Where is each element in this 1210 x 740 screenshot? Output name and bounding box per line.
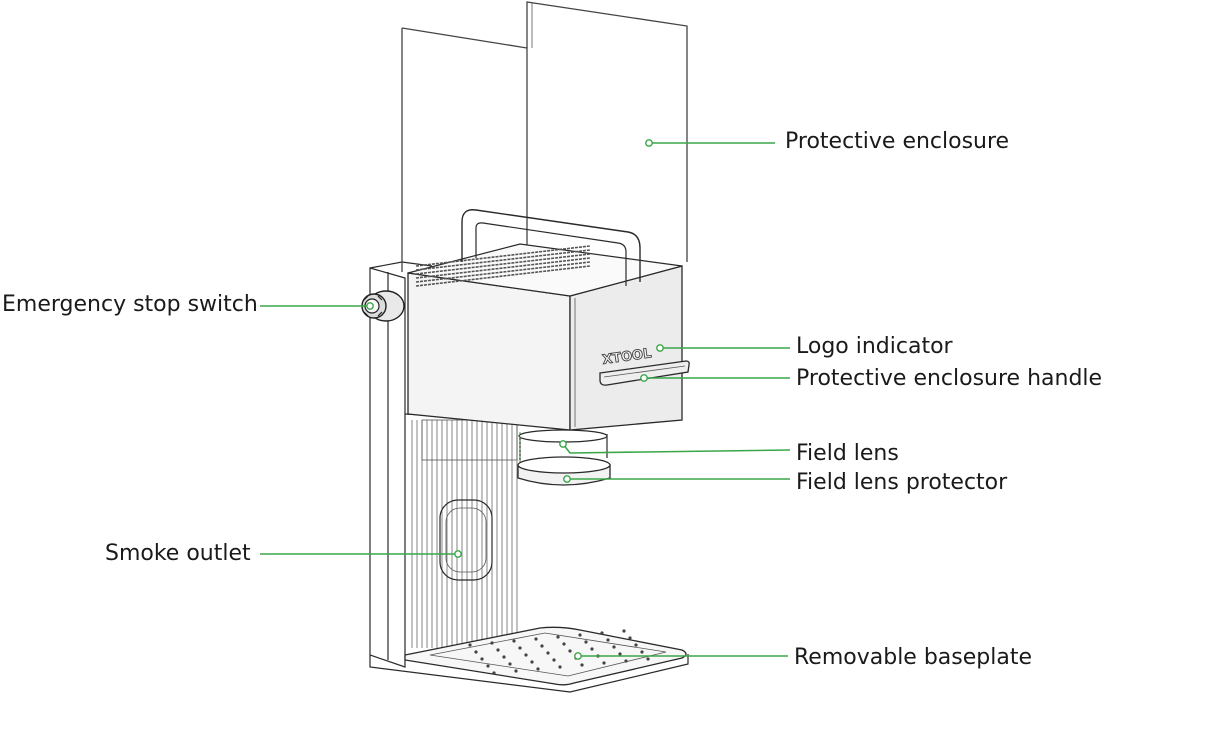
label-field-lens: Field lens — [796, 441, 899, 466]
label-protective-enclosure: Protective enclosure — [785, 129, 1010, 154]
leader-field-lens — [562, 443, 791, 454]
vent-slat — [415, 253, 591, 275]
baseplate-hole — [518, 646, 522, 650]
baseplate-hole — [622, 629, 626, 633]
baseplate-hole — [584, 640, 588, 644]
baseplate-hole — [512, 639, 516, 643]
baseplate-hole — [474, 650, 478, 654]
baseplate-hole — [486, 664, 490, 668]
laser-head-block — [421, 419, 518, 461]
baseplate-hole — [540, 644, 544, 648]
vent-slat — [415, 257, 591, 279]
vent-slat — [415, 261, 591, 283]
leader-smoke-outlet-dot — [454, 550, 462, 558]
leader-lines — [260, 139, 791, 660]
baseplate-hole — [628, 636, 632, 640]
baseplate-hole — [580, 663, 584, 667]
front-handle-icon — [599, 360, 690, 386]
label-smoke-outlet: Smoke outlet — [105, 541, 251, 566]
baseplate-hole — [624, 659, 628, 663]
top-vent-slats — [415, 245, 591, 287]
label-emergency-stop-switch: Emergency stop switch — [2, 292, 258, 317]
vent-slat — [415, 245, 591, 267]
leader-protective-enclosure-dot — [645, 139, 653, 147]
baseplate-hole — [514, 669, 518, 673]
baseplate-hole — [480, 657, 484, 661]
baseplate-hole — [468, 643, 472, 647]
baseplate-hole — [562, 642, 566, 646]
baseplate-hole — [618, 652, 622, 656]
leader-field-lens-dot — [559, 440, 567, 448]
leader-protective-enclosure-handle-dot — [640, 374, 648, 382]
logo-text: XTOOL — [601, 346, 652, 368]
leader-field-lens-protector-dot — [563, 475, 571, 483]
baseplate-hole — [530, 660, 534, 664]
baseplate-hole — [646, 657, 650, 661]
vent-slat — [415, 265, 591, 287]
baseplate-hole — [590, 647, 594, 651]
baseplate-hole — [534, 637, 538, 641]
baseplate-hole — [600, 631, 604, 635]
label-logo-indicator: Logo indicator — [796, 334, 953, 359]
enclosure-top-handle — [461, 209, 641, 286]
smoke-outlet-fins — [411, 420, 518, 648]
baseplate-hole — [602, 661, 606, 665]
baseplate-hole — [502, 655, 506, 659]
vent-slat — [415, 249, 591, 271]
protective-enclosure-outline — [401, 1, 688, 272]
baseplate-hole — [640, 650, 644, 654]
label-protective-enclosure-handle: Protective enclosure handle — [796, 366, 1103, 391]
baseplate-hole — [606, 638, 610, 642]
baseplate-hole — [552, 658, 556, 662]
baseplate-hole — [490, 641, 494, 645]
baseplate-hole — [492, 671, 496, 675]
baseplate-hole — [496, 648, 500, 652]
leader-removable-baseplate-dot — [574, 652, 582, 660]
baseplate-hole — [568, 649, 572, 653]
baseplate-hole — [578, 633, 582, 637]
smoke-outlet-fan — [439, 499, 493, 581]
baseplate-holes — [468, 629, 650, 675]
baseplate-hole — [546, 651, 550, 655]
label-removable-baseplate: Removable baseplate — [794, 645, 1032, 670]
baseplate-hole — [508, 662, 512, 666]
leader-emergency-stop-switch-dot — [366, 302, 374, 310]
label-field-lens-protector: Field lens protector — [796, 470, 1008, 495]
baseplate-hole — [634, 643, 638, 647]
baseplate-hole — [558, 665, 562, 669]
baseplate-hole — [536, 667, 540, 671]
baseplate-hole — [524, 653, 528, 657]
baseplate-hole — [556, 635, 560, 639]
machine-base — [369, 626, 689, 693]
leader-logo-indicator-dot — [656, 344, 664, 352]
laser-head-box — [407, 243, 683, 431]
baseplate-hole — [612, 645, 616, 649]
